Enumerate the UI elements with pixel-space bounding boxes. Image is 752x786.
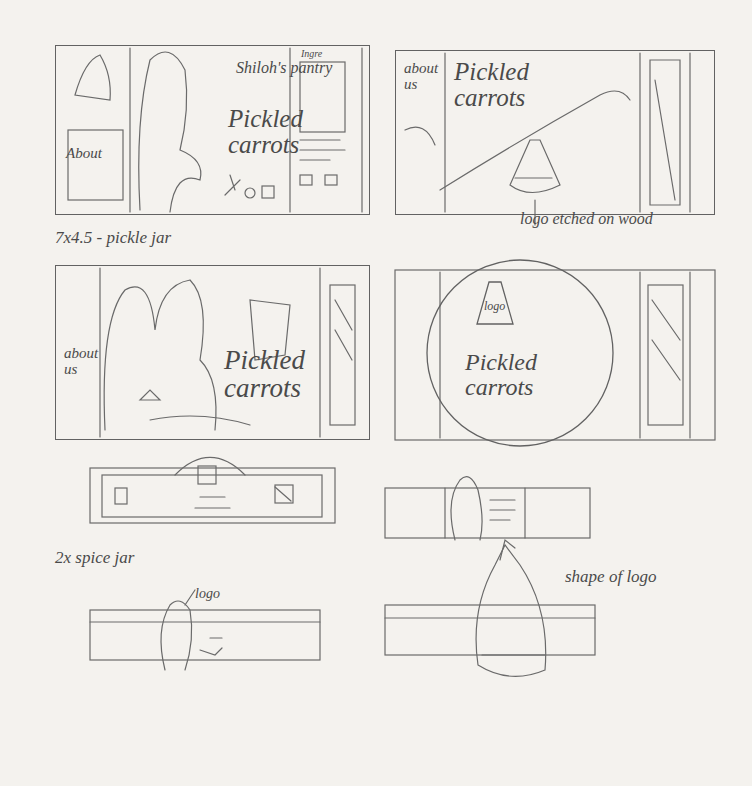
spice-band-sketch	[90, 458, 595, 677]
outline-stroke	[427, 260, 613, 446]
label-thumbnail: About Shiloh's pantryPickled carrots Ingre	[55, 45, 370, 215]
note: logo	[195, 586, 220, 602]
node-text: Pickled carrots	[228, 106, 338, 159]
node-text: Shiloh's pantry	[236, 60, 336, 77]
node-text: About	[66, 146, 126, 162]
dimension-note: 2x spice jar	[55, 548, 134, 568]
note: shape of logo	[565, 567, 657, 587]
label-thumbnail: about us Pickled carrots	[55, 265, 370, 440]
outline-stroke	[477, 282, 513, 324]
thumbnail-sketch	[68, 48, 362, 212]
node-text: about us	[64, 346, 109, 378]
node-text: Pickled carrots	[465, 350, 575, 400]
node-text: Pickled carrots	[224, 346, 334, 403]
logo-circle: Pickled carrots logo	[425, 258, 615, 448]
node-text: Pickled carrots	[454, 59, 564, 112]
thumbnail-sketch	[405, 53, 690, 225]
label-thumbnail: about usPickled carrots	[395, 50, 715, 215]
node-text: about us	[404, 61, 449, 93]
dimension-note: 7x4.5 - pickle jar	[55, 228, 171, 248]
node-text: logo	[484, 300, 514, 313]
thumbnail-sketch	[100, 268, 355, 437]
thumbnail-sketch	[395, 270, 715, 440]
logo-bag: logo	[475, 280, 515, 326]
node-text: Ingre	[301, 49, 341, 60]
note: logo etched on wood	[520, 210, 653, 228]
